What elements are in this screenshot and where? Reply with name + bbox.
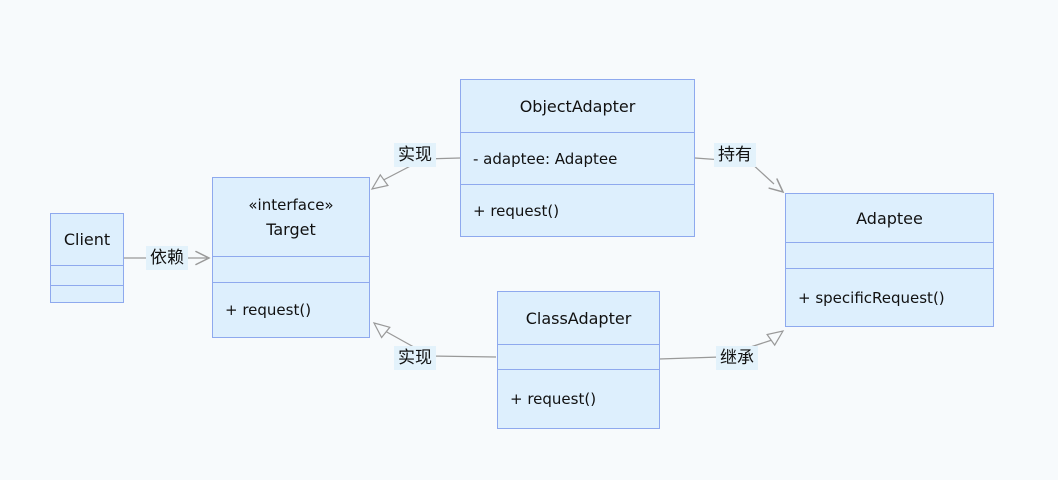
association-vee-arrowhead (768, 178, 785, 194)
edge-label-realization-class: 实现 (394, 346, 436, 371)
class-object-adapter: ObjectAdapter - adaptee: Adaptee + reque… (460, 79, 695, 237)
class-title: ClassAdapter (525, 308, 632, 328)
class-class-adapter-attributes (498, 344, 659, 369)
edge-label-dependency: 依赖 (146, 246, 188, 271)
class-title: Target (266, 219, 316, 239)
class-target-attributes (213, 256, 369, 282)
class-class-adapter-methods: + request() (498, 369, 659, 428)
method-item: + request() (510, 390, 597, 408)
class-target-methods: + request() (213, 282, 369, 337)
edge-label-inheritance: 继承 (716, 346, 758, 371)
class-title: Client (63, 230, 111, 249)
class-stereotype: «interface» (248, 195, 334, 214)
class-adaptee-methods: + specificRequest() (786, 268, 993, 326)
class-target-title-compartment: «interface» Target (213, 178, 369, 256)
dependency-vee-arrowhead (195, 250, 211, 266)
class-adaptee-attributes (786, 242, 993, 268)
edge-label-association: 持有 (714, 143, 756, 168)
class-adaptee: Adaptee + specificRequest() (785, 193, 994, 327)
class-object-adapter-title-compartment: ObjectAdapter (461, 80, 694, 132)
class-client-methods (51, 285, 123, 302)
class-object-adapter-methods: + request() (461, 184, 694, 236)
class-client-attributes (51, 265, 123, 285)
method-item: + request() (225, 301, 312, 319)
class-class-adapter: ClassAdapter + request() (497, 291, 660, 429)
method-item: + request() (473, 201, 560, 220)
class-target: «interface» Target + request() (212, 177, 370, 338)
class-client-title-compartment: Client (51, 214, 123, 265)
class-title: ObjectAdapter (519, 96, 636, 116)
class-title: Adaptee (856, 208, 923, 228)
class-client: Client (50, 213, 124, 303)
realization-object-triangle-arrowhead (370, 173, 389, 190)
method-item: + specificRequest() (798, 288, 945, 307)
edge-label-realization-object: 实现 (394, 143, 436, 168)
attribute-item: - adaptee: Adaptee (473, 149, 618, 168)
realization-class-triangle-arrowhead (372, 322, 391, 339)
class-adaptee-title-compartment: Adaptee (786, 194, 993, 242)
class-object-adapter-attributes: - adaptee: Adaptee (461, 132, 694, 184)
inheritance-triangle-arrowhead (766, 330, 785, 347)
class-class-adapter-title-compartment: ClassAdapter (498, 292, 659, 344)
